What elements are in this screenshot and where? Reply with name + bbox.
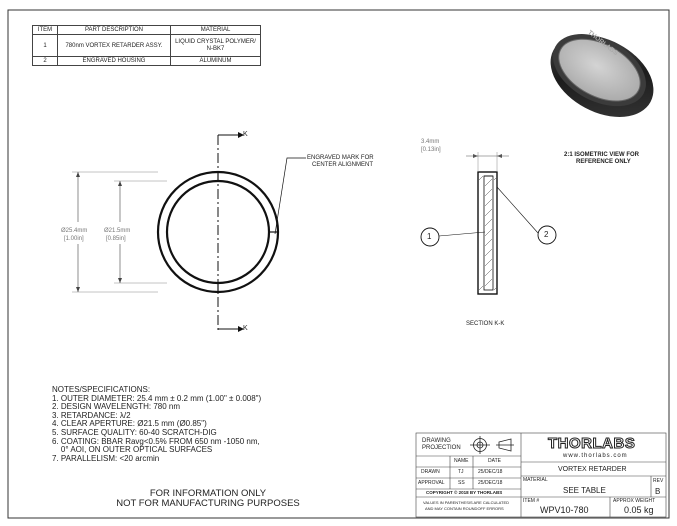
item-label: ITEM # (523, 498, 540, 504)
header-material: MATERIAL (170, 25, 261, 35)
balloon-1-circle (420, 227, 440, 247)
header-item: ITEM (32, 25, 58, 35)
thorlabs-logo: THORLABS (547, 435, 636, 452)
front-view (60, 132, 306, 332)
header-description: PART DESCRIPTION (57, 25, 171, 35)
housing-profile (477, 171, 498, 295)
note-line: 4. CLEAR APERTURE: Ø21.5 mm (Ø0.85") (52, 419, 207, 429)
parts-table: ITEM PART DESCRIPTION MATERIAL 1 780nm V… (32, 25, 261, 66)
row-description: ENGRAVED HOUSING (57, 56, 171, 66)
row-item: 1 (32, 34, 58, 57)
callout-line1: ENGRAVED MARK FOR (307, 155, 374, 161)
note-line: 3. RETARDANCE: λ/2 (52, 410, 131, 420)
copyright: COPYRIGHT © 2018 BY THORLABS (426, 490, 503, 495)
row-material-line1: LIQUID CRYSTAL POLYMER/ (175, 39, 256, 45)
drawing-projection-1: DRAWING (422, 438, 451, 444)
drawn-date: 25/DEC/18 (478, 469, 503, 475)
row-item: 2 (32, 56, 58, 66)
row-material: LIQUID CRYSTAL POLYMER/ N-BK7 (170, 34, 261, 57)
note-line: 1. OUTER DIAMETER: 25.4 mm ± 0.2 mm (1.0… (52, 393, 262, 403)
disclaimer-line1: FOR INFORMATION ONLY (149, 488, 267, 499)
sheet-border (7, 9, 670, 519)
values-note-1: VALUES IN PARENTHESIS ARE CALCULATED (423, 500, 510, 505)
weight-label: APPROX WEIGHT (613, 498, 656, 504)
iso-optic (558, 38, 641, 102)
callout-leader (274, 157, 306, 235)
balloon-2-circle (537, 225, 557, 245)
outer-dim-mm: Ø25.4mm (61, 228, 88, 234)
disclaimer: FOR INFORMATION ONLY NOT FOR MANUFACTURI… (108, 489, 308, 509)
note-line: 7. PARALLELISM: <20 arcmin (52, 453, 160, 463)
inner-dim-mm: Ø21.5mm (104, 228, 131, 234)
material-value: SEE TABLE (563, 486, 606, 495)
note-line: 2. DESIGN WAVELENGTH: 780 nm (52, 402, 181, 412)
section-view (420, 152, 557, 295)
drawing-title: VORTEX RETARDER (558, 466, 627, 473)
projection-symbol (470, 436, 514, 454)
drawn-label: DRAWN (421, 469, 440, 475)
title-block-grid (415, 432, 667, 518)
balloon-1: 1 (427, 232, 432, 241)
thickness-mm: 3.4mm (421, 139, 440, 145)
inner-dim-in: [0.85in] (106, 236, 126, 242)
iso-label-line2: REFERENCE ONLY (576, 159, 631, 165)
col-date: DATE (488, 458, 501, 464)
row-description: 780nm VORTEX RETARDER ASSY. (57, 34, 171, 57)
values-note-2: AND MAY CONTAIN ROUNDOFF ERRORS (425, 506, 504, 511)
table-row: 2 ENGRAVED HOUSING ALUMINUM (32, 56, 261, 66)
table-row: 1 780nm VORTEX RETARDER ASSY. LIQUID CRY… (32, 34, 261, 57)
approval-date: 25/DEC/18 (478, 480, 503, 486)
parts-table-header: ITEM PART DESCRIPTION MATERIAL (32, 25, 261, 35)
section-label-top: K (243, 131, 248, 138)
note-line: 5. SURFACE QUALITY: 60-40 SCRATCH-DIG (52, 427, 217, 437)
disclaimer-line2: NOT FOR MANUFACTURING PURPOSES (116, 498, 300, 509)
outer-dim-in: [1.00in] (64, 236, 84, 242)
section-arrow-bottom (238, 326, 244, 332)
material-label: MATERIAL (523, 477, 548, 483)
col-name: NAME (454, 458, 469, 464)
notes-heading: NOTES/SPECIFICATIONS: (52, 385, 151, 394)
note-line: 6. COATING: BBAR Ravg<0.5% FROM 650 nm -… (52, 436, 260, 446)
website: www.thorlabs.com (563, 453, 628, 459)
approval-label: APPROVAL (418, 480, 445, 486)
iso-label-line1: 2:1 ISOMETRIC VIEW FOR (564, 152, 640, 158)
drawn-name: TJ (458, 469, 464, 475)
section-label-bottom: K (243, 325, 248, 332)
item-value: WPV10-780 (540, 505, 589, 515)
note-line: 0° AOI, ON OUTER OPTICAL SURFACES (52, 445, 213, 455)
rev-value: B (655, 487, 661, 496)
weight-value: 0.05 kg (624, 505, 654, 515)
section-label: SECTION K-K (466, 321, 505, 327)
rev-label: REV (653, 478, 664, 484)
notes-specifications: NOTES/SPECIFICATIONS: 1. OUTER DIAMETER:… (52, 385, 262, 463)
callout-line2: CENTER ALIGNMENT (312, 162, 374, 168)
thickness-in: [0.13in] (421, 147, 441, 153)
iso-view (550, 34, 654, 117)
row-material: ALUMINUM (170, 56, 261, 66)
row-material-line2: N-BK7 (206, 46, 225, 52)
balloon-2: 2 (544, 230, 549, 239)
drawing-projection-2: PROJECTION (422, 445, 461, 451)
section-arrow-top (238, 132, 244, 138)
approval-name: SS (458, 480, 465, 486)
